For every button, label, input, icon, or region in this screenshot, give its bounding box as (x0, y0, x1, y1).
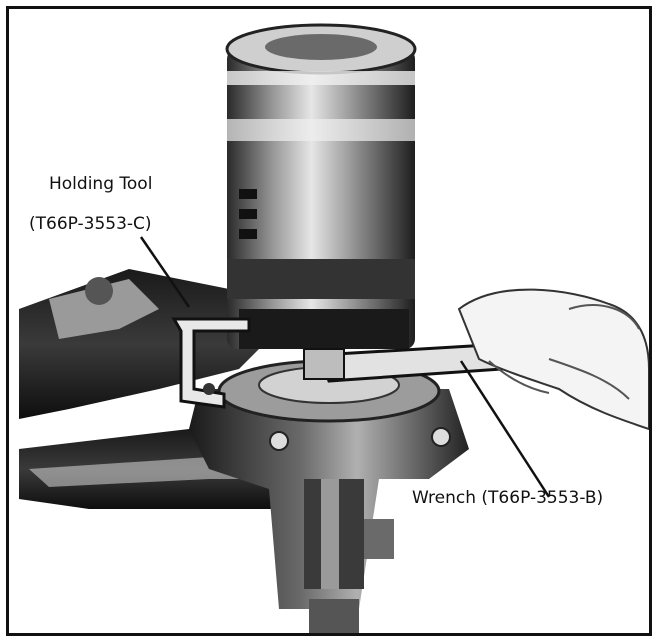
steering-pump-illustration (19, 23, 649, 633)
holding-tool-part-number: (T66P-3553-C) (29, 214, 152, 234)
cylinder-fixture (225, 23, 417, 349)
wrench-leader (459, 360, 551, 498)
wrench-label: Wrench (T66P-3553-B) (412, 488, 604, 508)
holding-tool-leader (139, 236, 191, 308)
figure-frame: Holding Tool (T66P-3553-C) Wrench (T66P-… (6, 6, 652, 636)
holding-tool (171, 317, 251, 409)
holding-tool-label: Holding Tool (49, 174, 153, 194)
pump-body (189, 359, 469, 633)
hand (457, 288, 649, 431)
